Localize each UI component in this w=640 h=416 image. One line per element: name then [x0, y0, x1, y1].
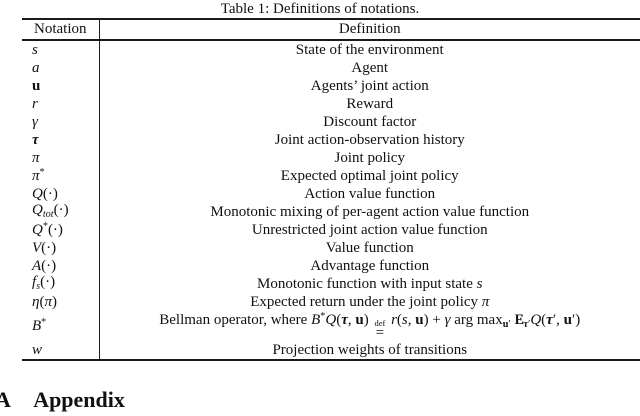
header-notation: Notation — [22, 19, 100, 41]
definition-cell: Joint action-observation history — [274, 131, 465, 148]
notation-cell: γ — [22, 113, 100, 131]
notation-cell: η(π) — [22, 293, 100, 311]
table-body: s State of the environment a Agent u Agents’ … — [22, 40, 640, 360]
section-heading: A Appendix — [0, 388, 640, 412]
definition-cell: Expected optimal joint policy — [280, 167, 459, 184]
table-row: η(π) Expected return under the joint poli… — [22, 293, 640, 311]
definition-cell: Unrestricted joint action value function — [251, 221, 488, 238]
table-row: Q*(·) Unrestricted joint action value fun… — [22, 221, 640, 239]
section-number: A — [0, 387, 10, 412]
notation-cell: π* — [22, 167, 100, 185]
notation-cell: fs(·) — [22, 275, 100, 293]
table-row: Qtot(·) Monotonic mixing of per-agent act… — [22, 203, 640, 221]
definition-cell: Discount factor — [323, 113, 417, 130]
definition-cell: Advantage function — [310, 257, 430, 274]
header-row: Notation Definition — [22, 19, 640, 41]
defeq-symbol: def= — [374, 318, 386, 342]
definition-cell: Joint policy — [334, 149, 405, 166]
table-row: τ Joint action-observation history — [22, 131, 640, 149]
notation-cell: a — [22, 59, 100, 77]
table-caption: Table 1: Definitions of notations. — [220, 1, 420, 17]
definition-cell: Projection weights of transitions — [272, 341, 468, 358]
notation-cell: s — [22, 40, 100, 59]
table-row: s State of the environment — [22, 40, 640, 59]
notation-cell: w — [22, 341, 100, 360]
notation-cell: τ — [22, 131, 100, 149]
header-definition: Definition — [99, 19, 640, 41]
notation-cell: u — [22, 77, 100, 95]
notation-cell: Q*(·) — [22, 221, 100, 239]
notation-cell: B* — [22, 311, 100, 341]
notation-cell: Q(·) — [22, 185, 100, 203]
definition-cell: Reward — [346, 95, 394, 112]
notation-cell: A(·) — [22, 257, 100, 275]
definition-cell: Value function — [325, 239, 414, 256]
table-row: γ Discount factor — [22, 113, 640, 131]
notation-cell: r — [22, 95, 100, 113]
table-row: r Reward — [22, 95, 640, 113]
table-row: fs(·) Monotonic function with input state… — [22, 275, 640, 293]
definition-cell: Monotonic function with input state s — [257, 275, 483, 292]
section-title: Appendix — [33, 387, 125, 412]
table-row: w Projection weights of transitions — [22, 341, 640, 360]
notation-table: Notation Definition s State of the enviro… — [22, 18, 640, 361]
table-row: π Joint policy — [22, 149, 640, 167]
notation-cell: Qtot(·) — [22, 203, 100, 221]
table-row: A(·) Advantage function — [22, 257, 640, 275]
definition-cell: State of the environment — [295, 41, 444, 58]
definition-cell: Action value function — [304, 185, 436, 202]
table-row: Q(·) Action value function — [22, 185, 640, 203]
table-header: Notation Definition — [22, 19, 640, 41]
notation-cell: π — [22, 149, 100, 167]
table-row: V(·) Value function — [22, 239, 640, 257]
table-row: a Agent — [22, 59, 640, 77]
table-row: u Agents’ joint action — [22, 77, 640, 95]
table-row: π* Expected optimal joint policy — [22, 167, 640, 185]
table-row: B* Bellman operator, where B*Q(τ, u) def=… — [22, 311, 640, 341]
definition-cell: Monotonic mixing of per-agent action val… — [210, 203, 530, 220]
definition-cell: Expected return under the joint policy π — [250, 293, 490, 310]
definition-cell: Bellman operator, where B*Q(τ, u) def= r… — [159, 310, 581, 342]
notation-cell: V(·) — [22, 239, 100, 257]
definition-cell: Agent — [351, 59, 389, 76]
definition-cell: Agents’ joint action — [310, 77, 429, 94]
